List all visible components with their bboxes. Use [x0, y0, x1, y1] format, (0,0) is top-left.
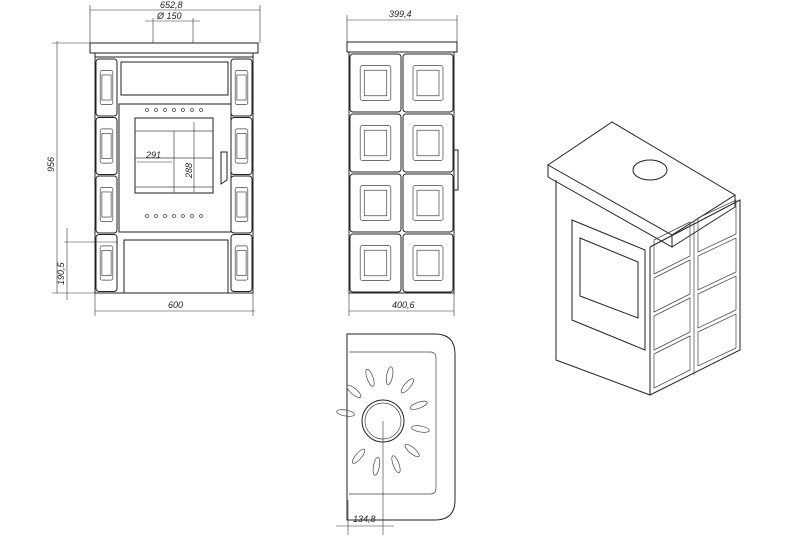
dim-glass-width: 291 — [145, 150, 161, 160]
firebox-door — [118, 103, 232, 233]
door-handle — [220, 151, 228, 185]
tile — [230, 117, 253, 175]
tile — [653, 259, 691, 313]
vent-slot — [346, 384, 362, 399]
vent-slot — [400, 378, 415, 394]
dim-width-total: 652,8 — [160, 0, 183, 10]
upper-panel — [120, 61, 229, 96]
vent-slot — [365, 368, 375, 387]
tile — [349, 53, 402, 113]
side-view: 399,4 400,6 — [346, 9, 459, 316]
vent-slot — [336, 409, 355, 417]
dim-flue-diameter: Ø 150 — [156, 11, 182, 21]
dim-glass-height: 288 — [184, 163, 194, 179]
tile — [697, 275, 737, 329]
tile — [230, 58, 253, 117]
front-view: 652,8 Ø 150 956 190,5 600 291 288 — [46, 0, 261, 316]
vent-slot — [385, 366, 394, 385]
tile — [402, 173, 454, 233]
tile — [230, 175, 253, 234]
tile — [653, 297, 691, 351]
lower-panel — [123, 239, 229, 294]
tile — [95, 117, 118, 175]
tile — [402, 233, 454, 293]
vent-slot — [409, 400, 428, 410]
vent-slot — [411, 425, 430, 433]
tile — [95, 58, 118, 117]
tile — [230, 234, 253, 292]
dim-base-height: 190,5 — [56, 261, 66, 285]
tile — [349, 233, 402, 293]
vent-slot — [372, 457, 381, 476]
dim-flue-offset: 134,8 — [353, 514, 376, 524]
vent-slot — [351, 448, 366, 464]
tile — [349, 113, 402, 173]
dim-depth-body: 400,6 — [392, 300, 415, 310]
tile — [402, 53, 454, 113]
dim-depth-top: 399,4 — [389, 9, 412, 19]
vent-slot — [391, 455, 401, 474]
isometric-view — [547, 121, 741, 396]
tile — [402, 113, 454, 173]
dim-width-body: 600 — [168, 300, 183, 310]
vent-slot — [404, 443, 420, 458]
tile — [349, 173, 402, 233]
top-view: 134,8 — [336, 333, 456, 535]
tile — [697, 313, 737, 367]
dim-height-total: 956 — [46, 157, 56, 172]
tile — [697, 237, 737, 291]
tile — [697, 199, 737, 253]
tile — [95, 175, 118, 234]
tile — [95, 234, 118, 292]
tile — [653, 335, 691, 389]
tile — [653, 221, 691, 275]
